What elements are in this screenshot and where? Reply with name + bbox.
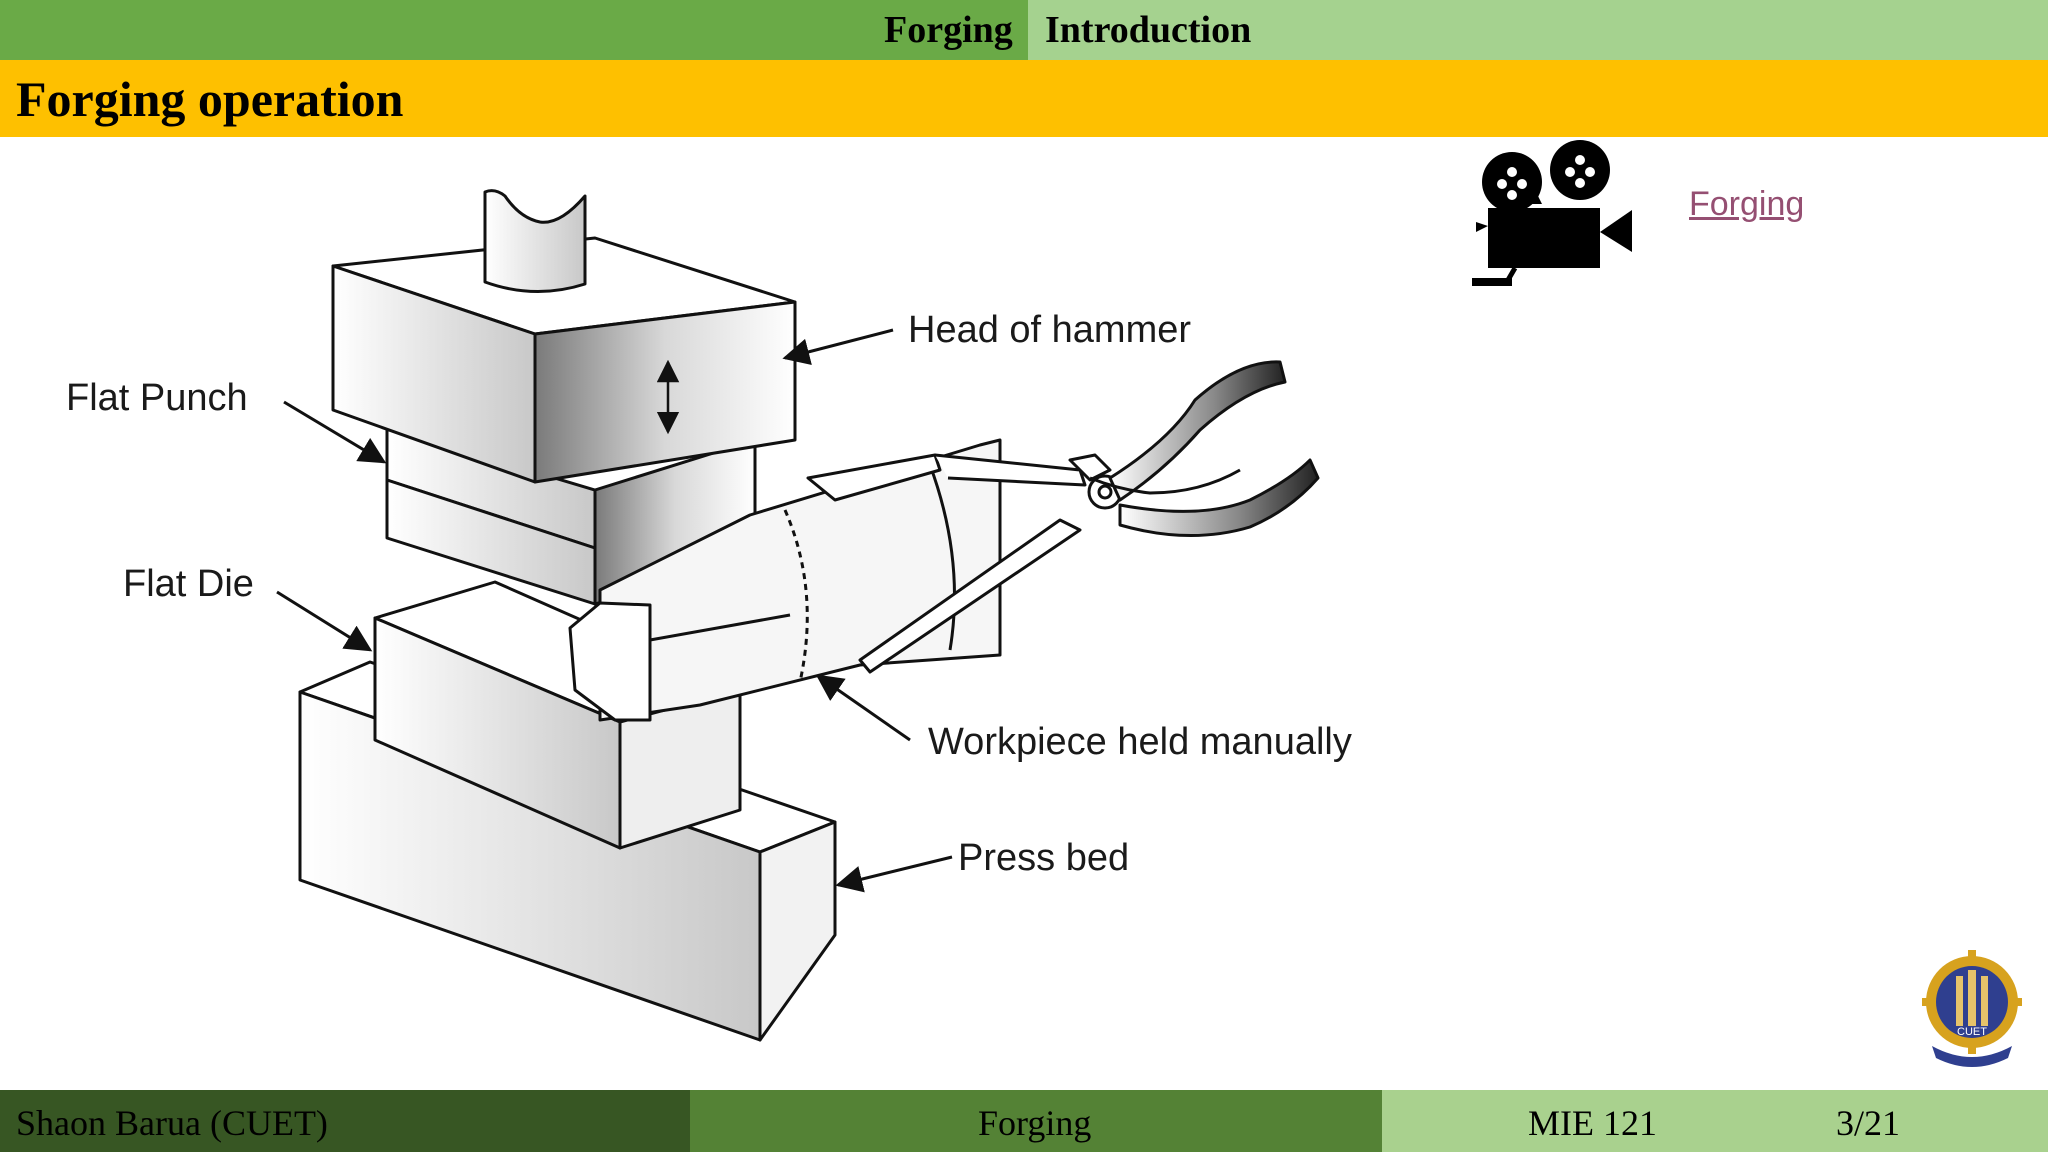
- hammer-head-shape: [331, 189, 797, 484]
- flat-die-shape: [373, 580, 742, 850]
- label-press-bed: Press bed: [958, 837, 1129, 879]
- movie-camera-icon[interactable]: [1470, 140, 1640, 290]
- footer-bar: Shaon Barua (CUET) Forging MIE 121 3/21: [0, 1090, 2048, 1152]
- footer-page-number: 3/21: [1836, 1103, 1901, 1143]
- footer-author: Shaon Barua (CUET): [16, 1103, 328, 1143]
- logo-text: CUET: [1957, 1026, 1987, 1038]
- nav-item-forging[interactable]: Forging: [884, 9, 1013, 51]
- top-navigation-bar: Forging Introduction: [0, 0, 2048, 60]
- footer-topic-segment: Forging: [690, 1090, 1382, 1152]
- footer-topic: Forging: [978, 1103, 1092, 1143]
- label-flat-punch: Flat Punch: [66, 377, 248, 419]
- tongs-shape: [806, 360, 1320, 674]
- nav-item-introduction[interactable]: Introduction: [1045, 9, 1252, 51]
- label-head-of-hammer: Head of hammer: [908, 309, 1191, 351]
- slide-title: Forging operation: [16, 71, 404, 127]
- forging-diagram: Head of hammer Flat Punch Flat Die Workp…: [66, 189, 1352, 1042]
- university-logo: CUET: [1922, 950, 2022, 1067]
- label-flat-die: Flat Die: [123, 563, 254, 605]
- footer-course-segment: MIE 121 3/21: [1382, 1090, 2048, 1152]
- forging-video-link[interactable]: Forging: [1689, 185, 1805, 223]
- slide-title-bar: Forging operation: [0, 60, 2048, 137]
- nav-active-section: [0, 0, 1028, 60]
- footer-author-segment: Shaon Barua (CUET): [0, 1090, 690, 1152]
- label-workpiece: Workpiece held manually: [928, 721, 1352, 763]
- footer-course: MIE 121: [1528, 1103, 1657, 1143]
